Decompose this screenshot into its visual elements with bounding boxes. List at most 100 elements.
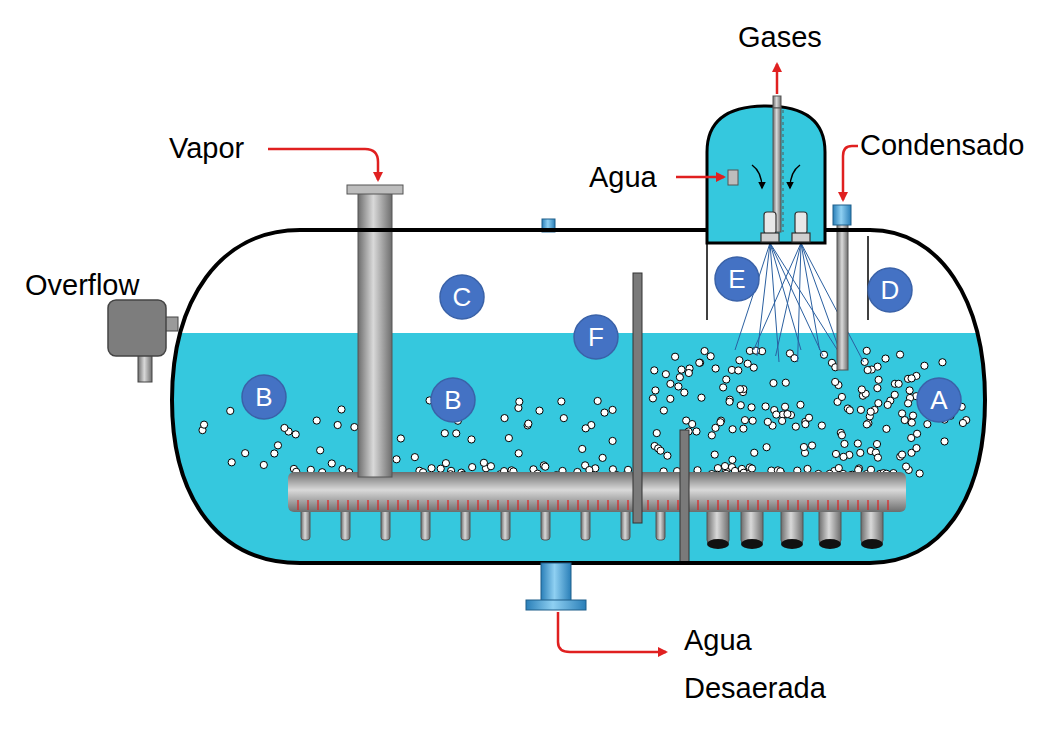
part-label: Vapor	[169, 131, 244, 165]
gas-arrow	[776, 64, 779, 94]
spray-baffle	[867, 236, 869, 320]
bubble	[711, 451, 718, 458]
bubble	[701, 347, 708, 354]
flow-arrow	[752, 165, 762, 188]
nozzle-opening	[741, 539, 763, 549]
callout-letter: B	[255, 382, 272, 412]
flow-arrow	[790, 165, 800, 188]
callout-circle: D	[867, 267, 913, 313]
bubble	[857, 449, 864, 456]
flow-mark	[877, 500, 878, 510]
bubble	[846, 407, 853, 414]
bubble	[468, 436, 475, 443]
bubble	[891, 391, 898, 398]
bubble	[875, 376, 882, 383]
spray-line	[770, 243, 845, 362]
flow-mark	[407, 500, 408, 510]
bubble	[317, 447, 324, 454]
condensate-inlet	[833, 205, 851, 225]
flow-mark	[437, 500, 438, 510]
bubble	[667, 395, 674, 402]
bubble	[764, 418, 771, 425]
bubble	[313, 417, 320, 424]
bubble	[558, 398, 565, 405]
flow-mark	[367, 500, 368, 510]
flow-mark	[457, 500, 458, 510]
steam-arrow	[268, 149, 378, 180]
flow-mark	[497, 500, 498, 510]
bubble	[338, 406, 345, 413]
flow-mark	[337, 500, 338, 510]
callout-circle: C	[439, 274, 485, 320]
spray-baffle	[706, 236, 708, 320]
bubble	[791, 355, 798, 362]
bubble	[693, 428, 700, 435]
bubble	[652, 387, 659, 394]
bubble	[800, 443, 807, 450]
bubble	[487, 463, 494, 470]
callout-letter: D	[881, 275, 900, 305]
bubble	[721, 462, 728, 469]
spray-line	[801, 243, 842, 356]
bubble	[712, 365, 719, 372]
bubble	[708, 432, 715, 439]
bubble	[908, 375, 915, 382]
bubble	[723, 376, 730, 383]
bubble	[858, 386, 865, 393]
bubble	[351, 423, 358, 430]
outlet-arrow	[558, 612, 666, 652]
bubble	[536, 407, 543, 414]
bubble	[875, 400, 882, 407]
bubble	[896, 351, 903, 358]
baffle	[680, 430, 689, 562]
part-label: Condensado	[860, 128, 1024, 162]
flow-mark	[527, 500, 528, 510]
bubble	[921, 362, 928, 369]
flow-mark	[767, 500, 768, 510]
bubble	[751, 449, 758, 456]
bubble	[393, 456, 400, 463]
flow-mark	[837, 500, 838, 510]
bubble	[779, 417, 786, 424]
flow-mark	[297, 500, 298, 510]
bubble	[681, 389, 688, 396]
bubble	[664, 452, 671, 459]
bubble	[334, 421, 341, 428]
bubble	[672, 353, 679, 360]
flow-mark	[587, 500, 588, 510]
bubble	[867, 408, 874, 415]
bubble	[874, 385, 881, 392]
bubble	[717, 419, 724, 426]
bubble	[939, 359, 946, 366]
flow-mark	[607, 500, 608, 510]
bubble	[469, 464, 476, 471]
flange	[347, 185, 403, 194]
flow-mark	[517, 500, 518, 510]
bubble	[736, 357, 743, 364]
part-label: Agua	[589, 160, 657, 194]
bubble	[898, 410, 905, 417]
bubble	[601, 409, 608, 416]
callout-disc	[431, 378, 475, 422]
bubble	[292, 431, 299, 438]
callout-disc	[868, 268, 912, 312]
bubble	[744, 360, 751, 367]
bubble	[726, 398, 733, 405]
bubble	[906, 387, 913, 394]
callout-circle: F	[573, 314, 619, 360]
bubble	[838, 432, 845, 439]
callout-disc	[574, 315, 618, 359]
flow-mark	[647, 500, 648, 510]
flow-mark	[507, 500, 508, 510]
flow-mark	[547, 500, 548, 510]
steam-inlet-pipe	[358, 192, 392, 477]
steam-distributor	[288, 472, 906, 512]
bubble	[339, 465, 346, 472]
flow-mark	[727, 500, 728, 510]
bubble	[737, 386, 744, 393]
flow-mark	[817, 500, 818, 510]
bubble	[924, 421, 931, 428]
bubble	[752, 347, 759, 354]
flow-mark	[357, 500, 358, 510]
bubble	[749, 417, 756, 424]
